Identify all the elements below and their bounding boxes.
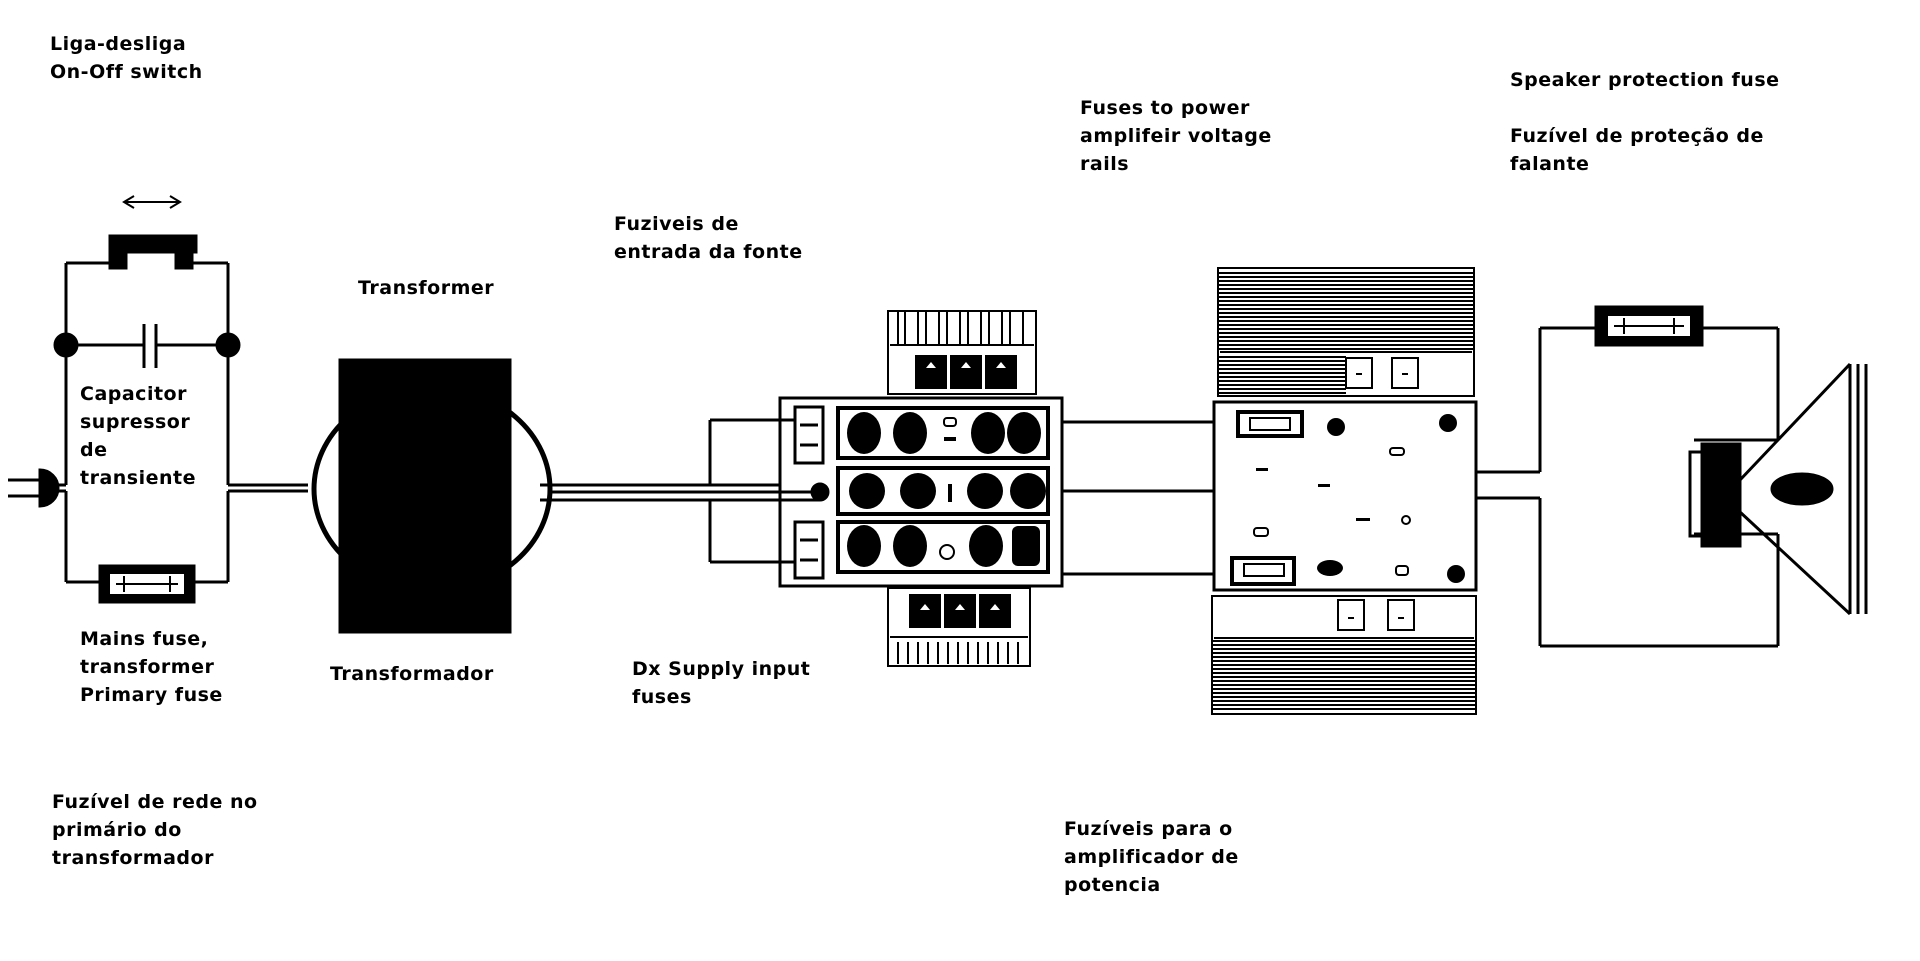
transformer-output-wires	[540, 418, 820, 564]
amplifier-board	[1212, 400, 1478, 592]
speaker-fuse-pt-label-1: Fuzível de proteção de	[1510, 125, 1764, 147]
mains-fuse-pt-label-1: Fuzível de rede no	[52, 791, 258, 813]
speaker-fuse-en-label: Speaker protection fuse	[1510, 69, 1780, 91]
rails-fuse-pt-label-2: amplificador de	[1064, 846, 1239, 868]
transformer-label-pt: Transformador	[330, 663, 494, 685]
rails-fuse-en-label-1: Fuses to power	[1080, 97, 1250, 119]
supply-fuse-pt-label-1: Fuziveis de	[614, 213, 739, 235]
transformer-icon	[311, 358, 553, 634]
rails-fuse-pt-label-3: potencia	[1064, 874, 1161, 896]
supply-fuse-en-label-2: fuses	[632, 686, 692, 708]
rails-fuse-en-label-3: rails	[1080, 153, 1130, 175]
speaker-fuse-pt-label-2: falante	[1510, 153, 1590, 175]
mains-fuse-label-1: Mains fuse,	[80, 628, 209, 650]
speaker-wiring	[1476, 326, 1780, 648]
arrow-double-icon	[122, 195, 182, 209]
mains-fuse-label-2: transformer	[80, 656, 215, 678]
fuse-icon	[98, 564, 196, 604]
transformer-label-en: Transformer	[358, 277, 495, 299]
capacitor-icon	[142, 324, 158, 368]
supply-board	[778, 396, 1064, 588]
junction-dot	[53, 332, 79, 358]
heatsink-fins-top	[1218, 270, 1474, 350]
fuse-icon	[1594, 305, 1704, 347]
switch-icon	[108, 234, 198, 270]
capacitor-label-3: de	[80, 439, 108, 461]
mains-fuse-label-3: Primary fuse	[80, 684, 223, 706]
heatsink-icon	[887, 310, 1037, 395]
switch-label-pt: Liga-desliga	[50, 33, 187, 55]
mains-fuse-pt-label-2: primário do	[52, 819, 182, 841]
heatsink-fins-top-lower	[1218, 354, 1346, 394]
supply-fuse-pt-label-2: entrada da fonte	[614, 241, 803, 263]
heatsink-icon	[887, 587, 1031, 667]
capacitor-label-2: supressor	[80, 411, 191, 433]
junction-dot	[215, 332, 241, 358]
switch-label-en: On-Off switch	[50, 61, 203, 83]
capacitor-label-1: Capacitor	[80, 383, 187, 405]
supply-output-wires	[1062, 420, 1214, 576]
plug-icon	[8, 468, 66, 508]
rails-fuse-en-label-2: amplifeir voltage	[1080, 125, 1272, 147]
heatsink-fins-bottom	[1212, 640, 1476, 712]
capacitor-label-4: transiente	[80, 467, 197, 489]
supply-fuse-en-label-1: Dx Supply input	[632, 658, 811, 680]
rails-fuse-pt-label-1: Fuzíveis para o	[1064, 818, 1233, 840]
mains-fuse-pt-label-3: transformador	[52, 847, 214, 869]
speaker-icon	[1688, 362, 1868, 616]
